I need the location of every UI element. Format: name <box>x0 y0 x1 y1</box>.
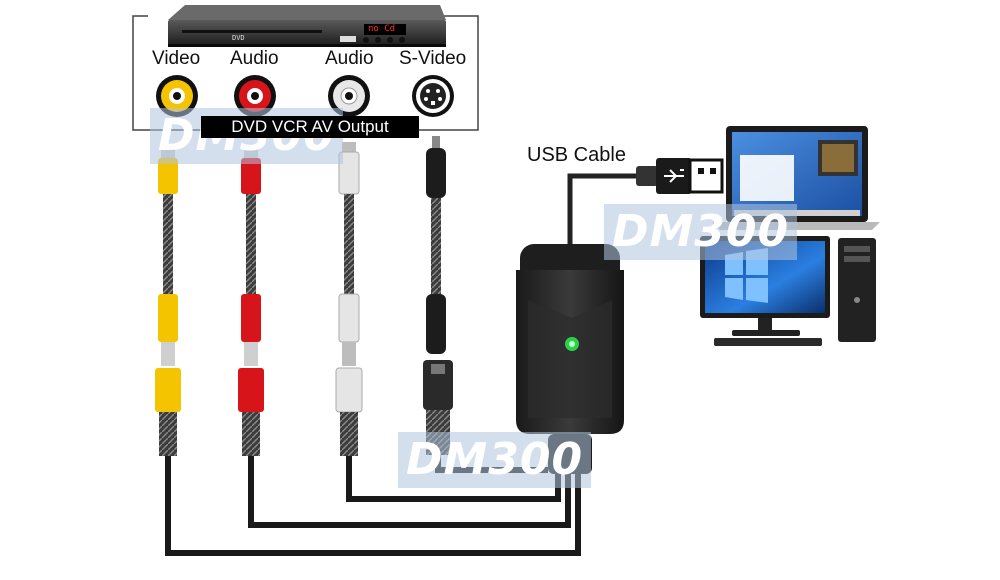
port-label-video: Video <box>152 48 201 69</box>
port-label-audio-white: Audio <box>325 48 374 69</box>
av-output-label: DVD VCR AV Output <box>201 116 419 138</box>
desktop-monitor <box>700 236 830 346</box>
dvd-player <box>168 5 446 47</box>
dvd-display-readout: no Cd <box>368 24 396 34</box>
rca-jack-audio-white <box>328 75 370 117</box>
desktop-tower <box>838 238 876 342</box>
s-video-jack <box>412 75 454 117</box>
usb-cable <box>567 158 724 244</box>
port-label-s-video: S-Video <box>399 48 467 69</box>
dvd-logo: DVD <box>232 34 245 42</box>
watermark-bottom: DM300 <box>398 432 592 488</box>
laptop <box>712 126 880 230</box>
usb-capture-device <box>516 244 624 474</box>
port-label-audio-red: Audio <box>230 48 279 69</box>
red-rca-cable <box>238 148 264 456</box>
rca-jack-video <box>156 75 198 117</box>
rca-jack-audio-red <box>234 75 276 117</box>
watermark-right: DM300 <box>604 204 798 260</box>
yellow-rca-cable <box>155 148 181 456</box>
usb-cable-label: USB Cable <box>527 144 626 166</box>
white-rca-cable <box>335 142 363 456</box>
